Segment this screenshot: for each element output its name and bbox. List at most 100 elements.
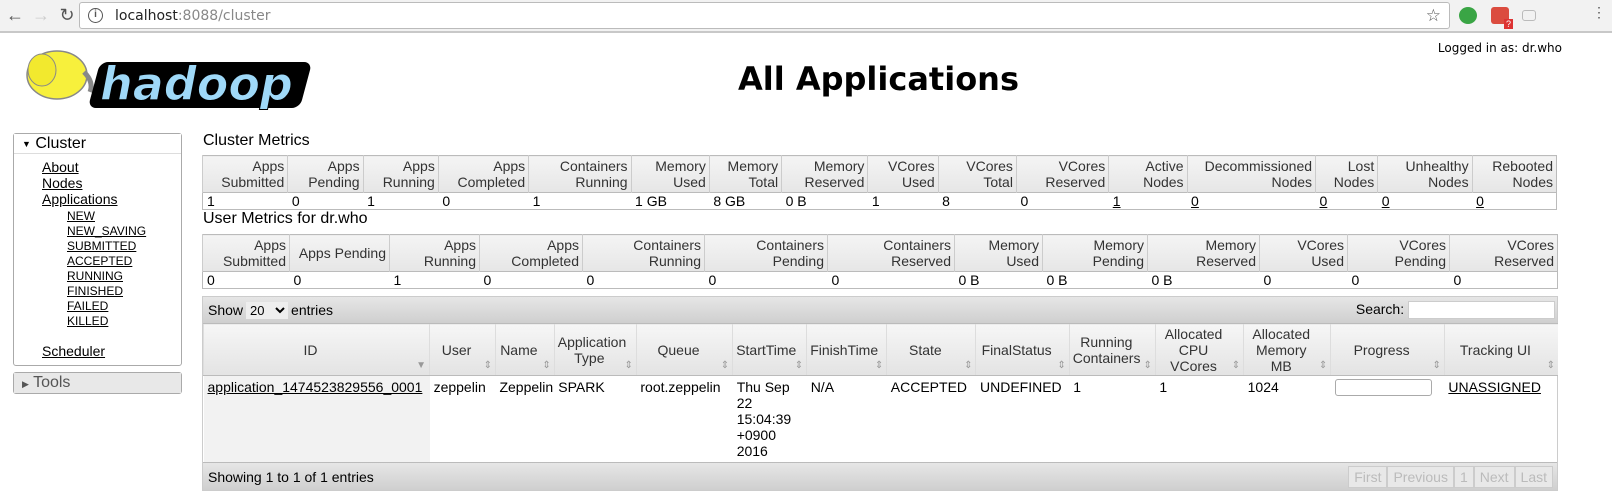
caret-down-icon: ▼ — [22, 138, 31, 149]
column-header-allocated-memory-mb[interactable]: Allocated Memory MB ⇕ — [1243, 323, 1331, 376]
back-icon[interactable]: ← — [6, 5, 24, 25]
metric-header: Containers Running — [582, 234, 705, 272]
sort-icon: ⇕ — [1143, 360, 1152, 371]
pager-last[interactable]: Last — [1514, 466, 1553, 488]
metric-header: Memory Reserved — [781, 155, 868, 193]
sidebar-link-finished[interactable]: FINISHED — [67, 284, 124, 298]
column-header-tracking-ui[interactable]: Tracking UI⇕ — [1443, 323, 1558, 376]
metric-header: VCores Pending — [1347, 234, 1450, 272]
metric-header: Memory Total — [708, 155, 782, 193]
sidebar-link-submitted[interactable]: SUBMITTED — [67, 239, 137, 253]
metric-link[interactable]: 0 — [1191, 193, 1199, 209]
metric-header: Containers Pending — [704, 234, 828, 272]
metric-link[interactable]: 0 — [1381, 193, 1390, 209]
metric-value: 1 — [389, 271, 480, 289]
application-link[interactable]: application_1474523829556_0001 — [207, 379, 423, 395]
metric-value: 0 B — [781, 192, 868, 210]
column-header-finishtime[interactable]: FinishTime⇕ — [806, 323, 887, 376]
sidebar-link-applications[interactable]: Applications — [42, 191, 118, 207]
column-header-allocated-cpu-vcores[interactable]: Allocated CPU VCores⇕ — [1154, 323, 1244, 376]
column-header-id[interactable]: ID▼ — [202, 323, 430, 376]
sidebar-link-new[interactable]: NEW — [67, 209, 95, 223]
tracking-ui-link[interactable]: UNASSIGNED — [1448, 379, 1541, 395]
search-label: Search: — [1355, 301, 1405, 317]
cast-extension-icon[interactable] — [1522, 10, 1536, 21]
address-bar[interactable]: i localhost:8088/cluster ☆ — [79, 2, 1450, 29]
pager-1[interactable]: 1 — [1453, 466, 1474, 488]
metric-header: Containers Reserved — [827, 234, 955, 272]
cell-state: ACCEPTED — [890, 379, 968, 395]
pager-previous[interactable]: Previous — [1387, 466, 1454, 488]
hangouts-extension-icon[interactable] — [1459, 7, 1477, 24]
column-label: Application Type — [557, 333, 627, 366]
browser-toolbar: ← → ↻ i localhost:8088/cluster ☆ ? ⋮ — [0, 0, 1612, 33]
table-header-row: ID▼User⇕Name⇕Application Type⇕Queue⇕Star… — [202, 323, 1558, 376]
column-header-starttime[interactable]: StartTime⇕ — [732, 323, 807, 376]
cell-queue: root.zeppelin — [640, 379, 721, 395]
cluster-section-header[interactable]: ▼ Cluster — [14, 134, 181, 154]
hadoop-logo[interactable]: hadoop — [12, 40, 312, 110]
sidebar-link-nodes[interactable]: Nodes — [42, 175, 83, 191]
metric-value: 0 — [479, 271, 583, 289]
sort-icon: ⇕ — [874, 360, 884, 371]
cluster-metrics-title: Cluster Metrics — [203, 132, 310, 149]
cell-user: zeppelin — [433, 379, 486, 395]
forward-icon[interactable]: → — [32, 5, 50, 25]
sidebar-link-scheduler[interactable]: Scheduler — [42, 343, 106, 359]
metric-value: 1 — [1108, 192, 1188, 210]
cell-containers: 1 — [1073, 379, 1082, 395]
tools-section[interactable]: ▶ Tools — [13, 372, 182, 394]
cell-tracking: UNASSIGNED — [1444, 376, 1558, 463]
search-input[interactable] — [1408, 301, 1555, 320]
menu-icon[interactable]: ⋮ — [1592, 4, 1606, 20]
column-header-name[interactable]: Name⇕ — [494, 323, 555, 376]
metric-header: VCores Reserved — [1015, 155, 1109, 193]
cell-progress — [1331, 376, 1445, 463]
sidebar-link-new-saving[interactable]: NEW_SAVING — [67, 224, 147, 238]
column-header-running-containers[interactable]: Running Containers⇕ — [1068, 323, 1156, 376]
reload-icon[interactable]: ↻ — [59, 5, 75, 25]
pager-first[interactable]: First — [1348, 466, 1388, 488]
sidebar-link-running[interactable]: RUNNING — [67, 269, 123, 283]
sort-desc-icon: ▼ — [416, 360, 427, 371]
bookmark-star-icon[interactable]: ☆ — [1425, 6, 1441, 25]
sidebar-link-accepted[interactable]: ACCEPTED — [67, 254, 133, 268]
column-label: Progress — [1353, 341, 1410, 358]
metric-header: Active Nodes — [1108, 155, 1188, 193]
metric-value: 0 — [1315, 192, 1378, 210]
column-header-queue[interactable]: Queue⇕ — [635, 323, 733, 376]
metric-value: 8 GB — [709, 192, 782, 210]
caret-right-icon: ▶ — [22, 379, 29, 389]
column-label: Allocated Memory MB — [1252, 325, 1311, 374]
column-header-user[interactable]: User⇕ — [429, 323, 496, 376]
metric-link[interactable]: 0 — [1319, 193, 1328, 209]
info-icon[interactable]: i — [88, 8, 103, 23]
sidebar-link-killed[interactable]: KILLED — [67, 314, 109, 328]
metric-value: 0 — [287, 192, 364, 210]
metric-header: Memory Used — [630, 155, 710, 193]
metric-value: 0 — [1472, 192, 1557, 210]
pager-next[interactable]: Next — [1473, 466, 1515, 488]
metric-value: 0 — [202, 271, 290, 289]
metric-value: 1 — [528, 192, 632, 210]
sidebar-link-failed[interactable]: FAILED — [67, 299, 109, 313]
todoist-extension-icon[interactable]: ? — [1491, 7, 1513, 29]
sidebar-link-about[interactable]: About — [42, 159, 79, 175]
sort-icon: ⇕ — [1432, 360, 1441, 371]
column-header-state[interactable]: State⇕ — [886, 323, 976, 376]
metric-header: Apps Completed — [437, 155, 529, 193]
metric-link[interactable]: 0 — [1476, 193, 1484, 209]
metric-header: Memory Used — [954, 234, 1043, 272]
sort-icon: ⇕ — [1318, 360, 1328, 371]
metric-link[interactable]: 1 — [1112, 193, 1121, 209]
metric-value: 1 — [202, 192, 288, 210]
column-header-application-type[interactable]: Application Type⇕ — [553, 323, 637, 376]
metric-header: Memory Pending — [1042, 234, 1148, 272]
column-header-progress[interactable]: Progress ⇕ — [1330, 323, 1445, 376]
column-header-finalstatus[interactable]: FinalStatus⇕ — [975, 323, 1070, 376]
metric-value: 1 — [363, 192, 439, 210]
page-size-select[interactable]: 20 — [246, 302, 289, 319]
